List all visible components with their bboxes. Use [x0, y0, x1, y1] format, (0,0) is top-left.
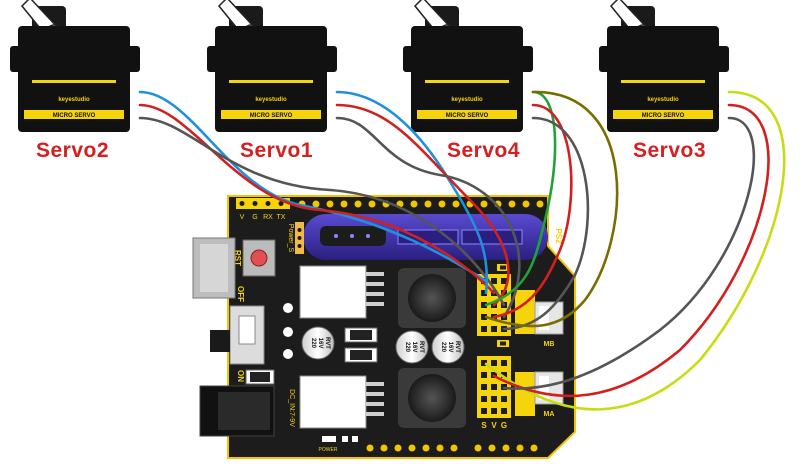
servo-model: MICRO SERVO [53, 113, 96, 119]
cap-brand: RVT [324, 337, 330, 349]
wires [138, 90, 786, 411]
servo-3: keyestudio MICRO SERVO [599, 0, 729, 132]
header-label-v: V [491, 421, 497, 430]
servo-model: MICRO SERVO [642, 113, 685, 119]
inductor-bottom [398, 368, 466, 428]
cap-voltage: 16V [411, 342, 417, 353]
dc-in-label: DC_IN:7-9V [288, 389, 295, 427]
servo4-power-wire [492, 103, 573, 319]
power-led: POWER [319, 436, 358, 453]
power-label: POWER [319, 447, 338, 453]
servo3-ground-wire [502, 116, 756, 390]
servo2-label: Servo2 [36, 139, 110, 162]
capacitor: 220 16V RVT [431, 330, 465, 364]
cap-value: 220 [310, 338, 316, 349]
servo1-label: Servo1 [240, 139, 314, 162]
pin-label-tx: TX [277, 214, 286, 221]
pin-label-rx: RX [263, 214, 273, 221]
capacitor: 220 16V RVT [301, 326, 335, 360]
power-select-jumper: Power_S [287, 222, 304, 254]
servo1-ground-wire [335, 116, 521, 319]
servo-1: keyestudio MICRO SERVO [207, 0, 337, 132]
header-label-s: S [481, 421, 487, 430]
ma-label: MA [544, 411, 555, 418]
pin-label-g: G [252, 214, 257, 221]
servo-brand: keyestudio [647, 97, 679, 103]
power-switch[interactable]: OFF ON [210, 286, 265, 382]
servo-brand: keyestudio [451, 97, 483, 103]
power-s-label: Power_S [287, 224, 294, 253]
rst-label: RST [233, 250, 242, 266]
pin-label-v: V [240, 214, 245, 221]
bottom-header [366, 444, 538, 452]
voltage-regulator-bottom [299, 375, 384, 429]
inductor-top [398, 268, 466, 328]
header-label-g: G [501, 421, 507, 430]
ps2-label: PS2 [554, 228, 563, 244]
cap-voltage: 16V [317, 338, 323, 349]
servo-model: MICRO SERVO [250, 113, 293, 119]
driver-board: V G RX TX PS2 Power_S RST [192, 195, 576, 459]
servo3-signal-wire-upper [484, 90, 619, 328]
motor-connector-mb: MB [534, 301, 564, 348]
cap-brand: RVT [418, 341, 424, 353]
cap-value: 220 [440, 342, 446, 353]
dc-jack: DC_IN:7-9V [199, 385, 295, 437]
cap-voltage: 16V [447, 342, 453, 353]
servo-model: MICRO SERVO [446, 113, 489, 119]
motor-connector-ma: MA [534, 371, 564, 418]
servo-2: keyestudio MICRO SERVO [10, 0, 140, 132]
capacitor: 220 16V RVT [395, 330, 429, 364]
ps2-socket: PS2 [303, 214, 563, 260]
servo3-label: Servo3 [633, 139, 707, 162]
cap-brand: RVT [454, 341, 460, 353]
servo3-power-wire [492, 103, 770, 398]
serial-header: V G RX TX [236, 198, 290, 221]
reset-button[interactable]: RST [233, 239, 276, 277]
servo1-signal-wire [335, 90, 489, 295]
servo4-label: Servo4 [447, 139, 521, 162]
voltage-regulator-top [299, 265, 384, 319]
on-label: ON [236, 370, 245, 382]
servo2-signal-wire [138, 90, 488, 283]
off-label: OFF [236, 286, 245, 302]
servo-brand: keyestudio [255, 97, 287, 103]
mb-label: MB [544, 341, 555, 348]
servo3-signal-wire [484, 90, 786, 411]
servo2-ground-wire [138, 116, 506, 307]
servo4-ground-wire [502, 116, 590, 331]
servo-4: keyestudio MICRO SERVO [403, 0, 533, 132]
servo-brand: keyestudio [58, 97, 90, 103]
cap-value: 220 [404, 342, 410, 353]
servo1-power-wire [335, 103, 510, 307]
servo2-power-wire [138, 103, 496, 295]
servo4-signal-wire [484, 90, 557, 307]
